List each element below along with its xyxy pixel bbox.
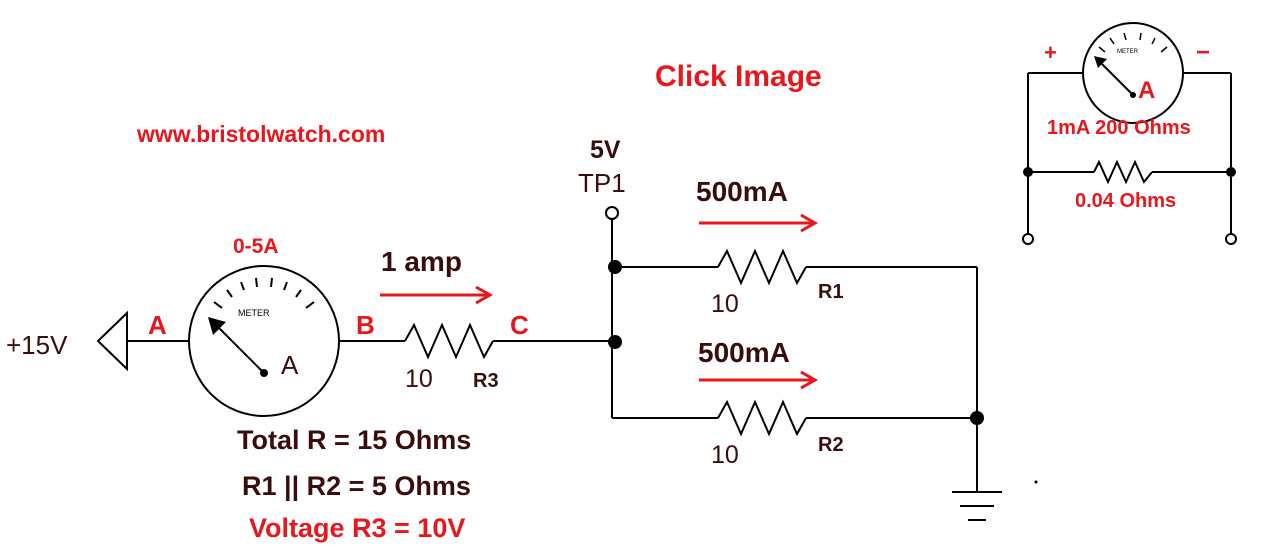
meter-face-label: METER xyxy=(238,308,270,318)
current-total-label: 1 amp xyxy=(381,246,462,277)
inset-meter-face-label: METER xyxy=(1117,49,1139,55)
junction-dot-mid xyxy=(608,335,622,349)
current-arrow-r1 xyxy=(699,213,819,233)
title-click-image[interactable]: Click Image xyxy=(655,60,822,93)
inset-terminal-right[interactable] xyxy=(1225,233,1237,245)
r3-name-label: R3 xyxy=(473,370,499,392)
source-label: +15V xyxy=(6,330,68,360)
resistor-r3-symbol xyxy=(404,322,494,360)
website-label: www.bristolwatch.com xyxy=(136,121,385,147)
inset-plus-label: + xyxy=(1044,40,1057,65)
testpoint-terminal[interactable] xyxy=(605,206,619,220)
node-label-a: A xyxy=(148,310,167,340)
r2-value-label: 10 xyxy=(711,441,739,469)
inset-meter-unit-label: A xyxy=(1138,77,1155,104)
source-triangle-symbol xyxy=(96,310,128,372)
ammeter-main: METER A xyxy=(188,265,340,417)
current-arrow-r2 xyxy=(699,370,819,390)
meter-range-label: 0-5A xyxy=(233,235,279,258)
inset-minus-label: − xyxy=(1196,39,1210,66)
node-label-c: C xyxy=(510,310,529,340)
r3-value-label: 10 xyxy=(405,365,433,393)
r1-name-label: R1 xyxy=(818,281,844,303)
stray-dot xyxy=(1034,480,1038,484)
inset-shunt-label: 0.04 Ohms xyxy=(1075,190,1176,212)
inset-ammeter: METER A xyxy=(1082,22,1184,124)
resistor-r2-symbol xyxy=(717,399,807,437)
testpoint-voltage-label: 5V xyxy=(590,136,621,164)
inset-shunt-resistor-symbol xyxy=(1093,159,1153,185)
note-voltage-r3: Voltage R3 = 10V xyxy=(249,513,465,543)
meter-unit-label: A xyxy=(281,350,299,380)
node-label-b: B xyxy=(356,310,375,340)
r1-value-label: 10 xyxy=(711,290,739,318)
testpoint-name-label: TP1 xyxy=(578,168,626,198)
r2-name-label: R2 xyxy=(818,434,844,456)
ground-symbol xyxy=(952,418,1002,521)
current-arrow-total xyxy=(380,285,494,305)
inset-shunt-diagram: + − METER A 1mA 200 Ohms xyxy=(1022,22,1237,245)
r1-current-label: 500mA xyxy=(696,176,788,207)
resistor-r1-symbol xyxy=(717,248,807,286)
inset-terminal-left[interactable] xyxy=(1022,233,1034,245)
note-total-resistance: Total R = 15 Ohms xyxy=(237,425,471,455)
r2-current-label: 500mA xyxy=(698,337,790,368)
note-parallel-resistance: R1 || R2 = 5 Ohms xyxy=(242,471,471,501)
inset-meter-spec-label: 1mA 200 Ohms xyxy=(1047,117,1191,139)
